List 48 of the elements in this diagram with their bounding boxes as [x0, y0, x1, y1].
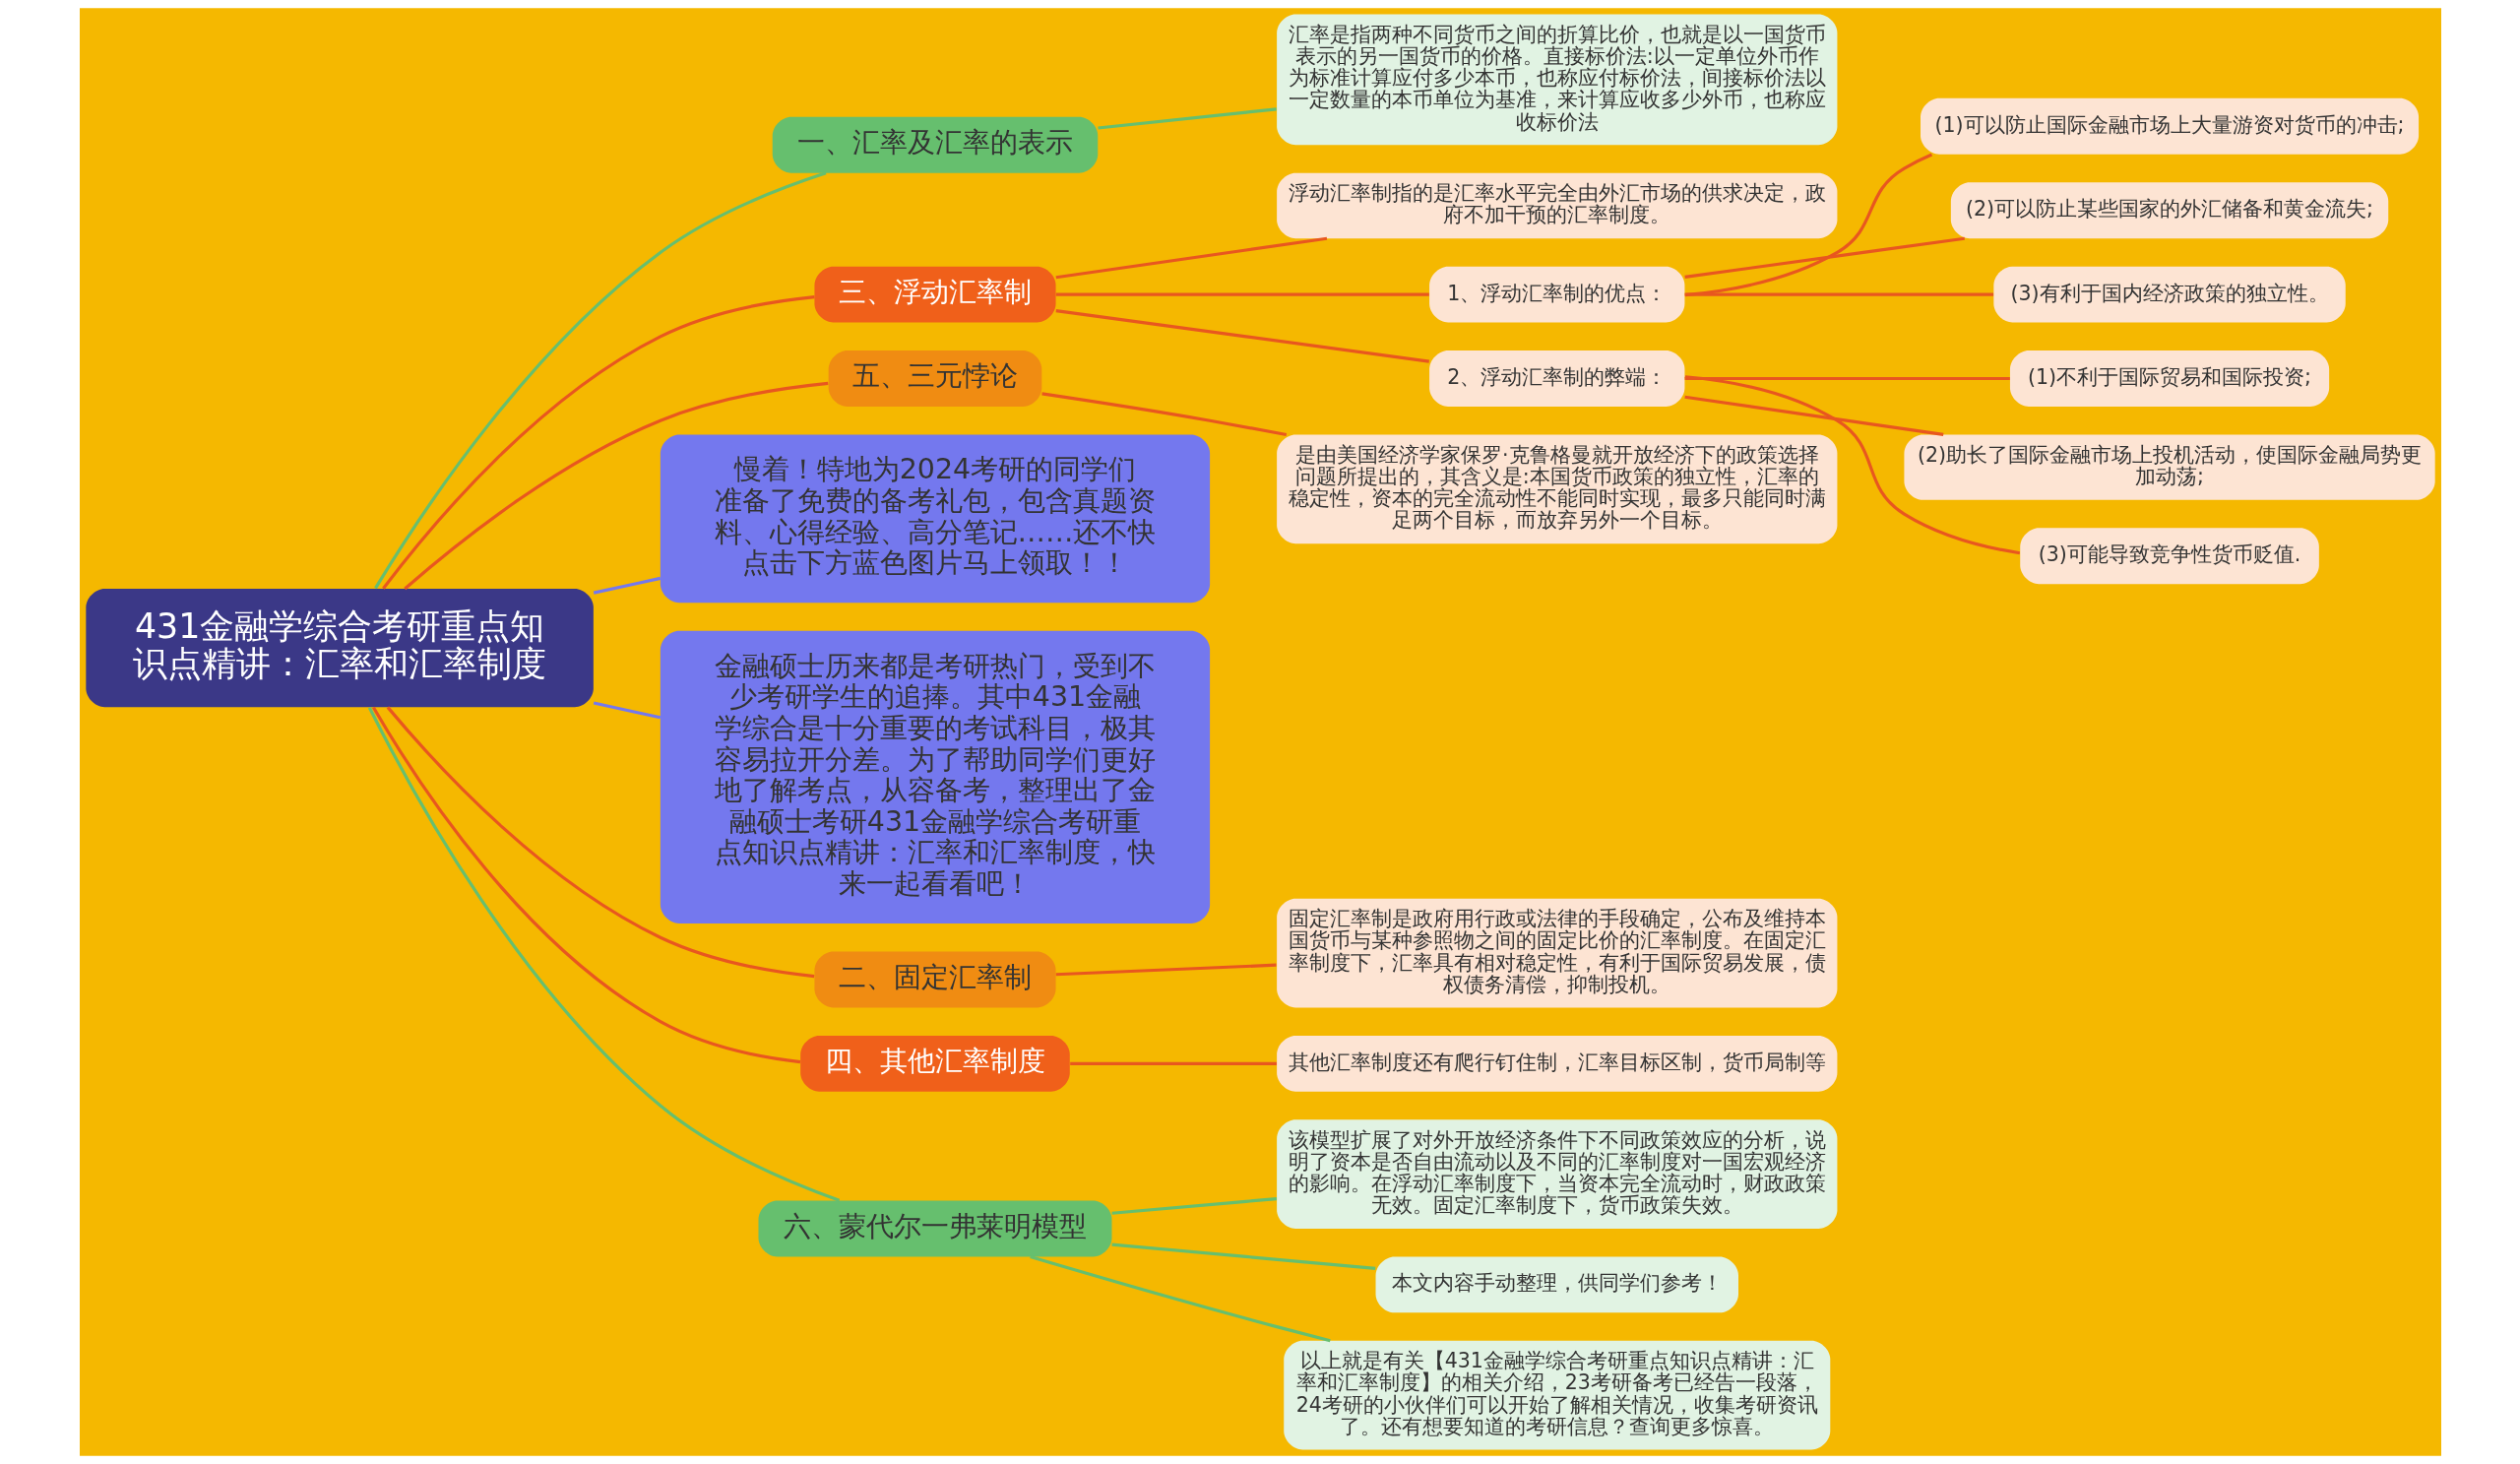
node-box: 汇率是指两种不同货币之间的折算比价，也就是以一国货币表示的另一国货币的价格。直接标价法:以一定单位外币作为标准计算应付多少本币，也称应付标价法，间接标价法以一定数量的本币单位为基准，来计算应收多少外币，也称应收标价法 [1276, 14, 1837, 146]
node-box: (1)可以防止国际金融市场上大量游资对货币的冲击; [1920, 97, 2419, 155]
connector [1683, 395, 1943, 436]
connector [1110, 1197, 1277, 1215]
node-box: 四、其他汇率制度 [799, 1035, 1070, 1092]
connector [1055, 236, 1327, 280]
node-box: 其他汇率制度还有爬行钉住制，汇率目标区制，货币局制等 [1276, 1035, 1837, 1092]
node-box: 金融硕士历来都是考研热门，受到不少考研学生的追捧。其中431金融学综合是十分重要的考试科目，极其容易拉开分差。为了帮助同学们更好地了解考点，从容备考，整理出了金融硕士考研431金融学综合考研重点知识点精讲：汇率和汇率制度，快来一起看看吧！ [660, 630, 1210, 923]
connector [373, 171, 827, 590]
node-box: (2)助长了国际金融市场上投机活动，使国际金融局势更加动荡; [1903, 434, 2435, 500]
node-box: 一、汇率及汇率的表示 [772, 116, 1098, 173]
connector [1684, 292, 1993, 296]
node-box: 431金融学综合考研重点知识点精讲：汇率和汇率制度 [85, 589, 594, 708]
connector [1055, 309, 1429, 363]
node-box: (2)可以防止某些国家的外汇储备和黄金流失; [1950, 182, 2388, 239]
node-box: 1、浮动汇率制的优点： [1428, 266, 1684, 323]
connector [1097, 107, 1277, 130]
node-box: 三、浮动汇率制 [813, 266, 1056, 323]
connector [371, 706, 800, 1064]
node-box: (3)可能导致竞争性货币贬值. [2019, 528, 2319, 585]
connector [1684, 376, 2010, 381]
node-box: (3)有利于国内经济政策的独立性。 [1992, 266, 2346, 323]
connector [593, 701, 661, 720]
connector [1040, 392, 1287, 436]
connector [1683, 236, 1965, 279]
node-box: 以上就是有关【431金融学综合考研重点知识点精讲：汇率和汇率制度】的相关介绍，23考研备考已经告一段落，24考研的小伙伴们可以开始了解相关情况，收集考研资讯了。还有想要知道的考研信息？查询更多惊喜。 [1283, 1340, 1830, 1450]
connector [381, 295, 815, 590]
connector [1055, 963, 1277, 977]
node-box: 六、蒙代尔一弗莱明模型 [758, 1200, 1111, 1257]
connector [1029, 1254, 1331, 1343]
node-box: 2、浮动汇率制的弊端： [1428, 350, 1684, 407]
connector [1684, 375, 2020, 555]
connector [593, 576, 661, 595]
connector [386, 706, 814, 979]
connector [403, 381, 828, 591]
connector [1110, 1242, 1375, 1270]
node-box: 固定汇率制是政府用行政或法律的手段确定，公布及维持本国货币与某种参照物之间的固定比价的汇率制度。在固定汇率制度下，汇率具有相对稳定性，有利于国际贸易发展，债权债务清偿，抑制投机。 [1276, 898, 1837, 1008]
connector [1055, 292, 1429, 296]
connector [1069, 1061, 1277, 1065]
node-box: 浮动汇率制指的是汇率水平完全由外汇市场的供求决定，政府不加干预的汇率制度。 [1276, 172, 1837, 239]
node-box: 该模型扩展了对外开放经济条件下不同政策效应的分析，说明了资本是否自由流动以及不同的汇率制度对一国宏观经济的影响。在浮动汇率制度下，当资本完全流动时，财政政策无效。固定汇率制度下，货币政策失效。 [1276, 1119, 1837, 1229]
node-box: 慢着！特地为2024考研的同学们准备了免费的备考礼包，包含真题资料、心得经验、高分笔记……还不快点击下方蓝色图片马上领取！！ [660, 434, 1210, 604]
node-box: 本文内容手动整理，供同学们参考！ [1375, 1256, 1738, 1313]
connector [367, 707, 840, 1202]
node-box: 二、固定汇率制 [813, 951, 1056, 1008]
node-box: 五、三元悖论 [828, 350, 1041, 407]
node-box: 是由美国经济学家保罗·克鲁格曼就开放经济下的政策选择问题所提出的，其含义是:本国货币政策的独立性，汇率的稳定性，资本的完全流动性不能同时实现，最多只能同时满足两个目标，而放弃另外一个目标。 [1276, 434, 1837, 544]
node-box: (1)不利于国际贸易和国际投资; [2009, 350, 2329, 407]
